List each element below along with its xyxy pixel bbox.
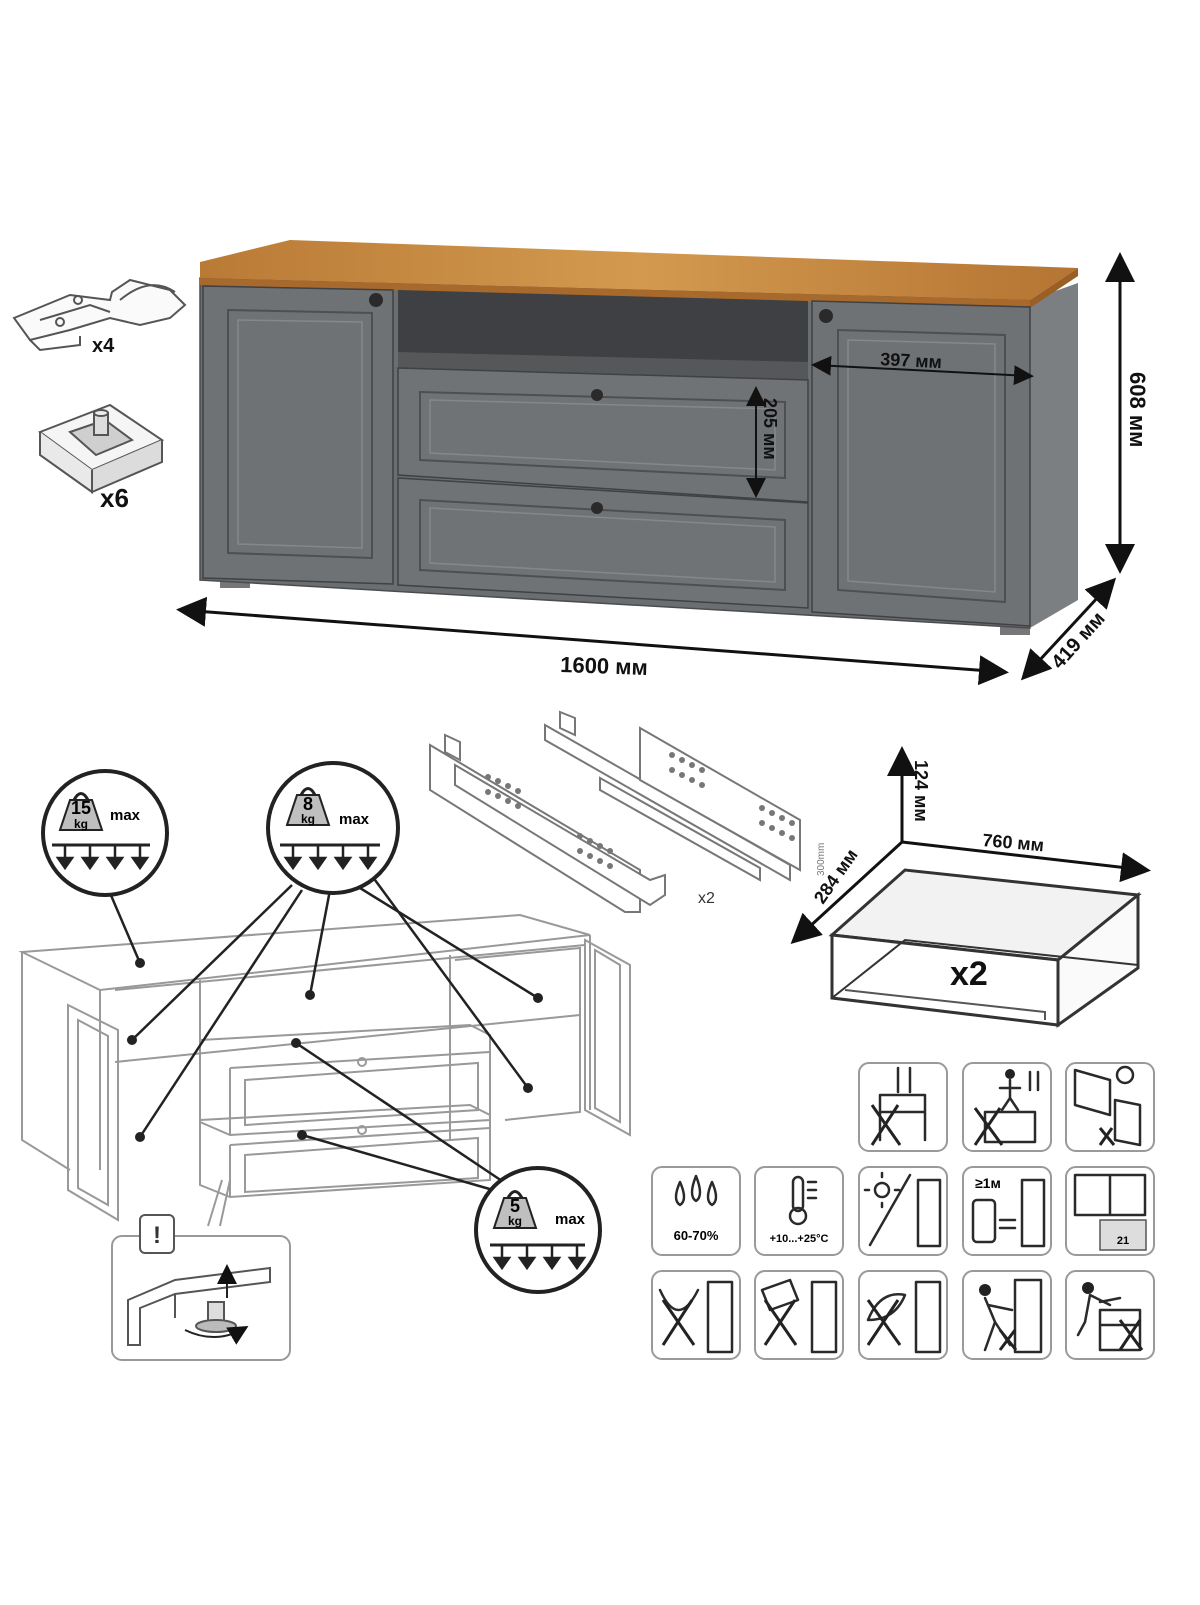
- right-door-knob: [819, 309, 833, 323]
- drawer-height-label: 205 мм: [760, 398, 780, 460]
- width-line: [176, 596, 1009, 686]
- no-standing-icon: [962, 1062, 1052, 1152]
- no-solvent-icon: [858, 1270, 948, 1360]
- load-limit-8kg: 8 kg max: [266, 761, 400, 895]
- humidity-icon: 60-70%: [651, 1166, 741, 1256]
- load-limit-15kg: 15 kg max: [41, 769, 169, 897]
- tv-cabinet: [199, 240, 1078, 635]
- slides-quantity: x2: [698, 890, 715, 907]
- door-width-line: [811, 355, 1034, 386]
- slide-length-label: 300mm: [816, 843, 827, 876]
- load-8-weight: 8: [303, 794, 313, 814]
- no-pushing-cabinet-icon: [962, 1270, 1052, 1360]
- left-door-knob: [369, 293, 383, 307]
- drawer-box-depth-line: [790, 840, 904, 945]
- no-climbing-icon: [858, 1062, 948, 1152]
- door-width-label: 397 мм: [880, 349, 943, 372]
- no-direct-sunlight-icon: [858, 1166, 948, 1256]
- upper-drawer-knob: [591, 389, 603, 401]
- load-8-max: max: [339, 811, 370, 828]
- load-15-max: max: [110, 807, 141, 824]
- width-label: 1600 мм: [560, 652, 648, 680]
- load-8-unit: kg: [301, 812, 315, 826]
- leveler-foot-icon: [37, 403, 165, 494]
- cabinet-foot-right: [1000, 625, 1030, 635]
- no-wall-mount-icon: [1065, 1062, 1155, 1152]
- heater-distance-icon: ≥1м: [962, 1166, 1052, 1256]
- load-5-max: max: [555, 1211, 586, 1228]
- no-wet-cleaning-icon: [651, 1270, 741, 1360]
- load-pointer-lines: [108, 879, 543, 1194]
- hinge-icon: [12, 278, 187, 352]
- depth-line: [1020, 577, 1117, 681]
- leveler-quantity: x6: [100, 483, 129, 513]
- load-5-weight: 5: [510, 1196, 520, 1216]
- svg-text:!: !: [153, 1222, 161, 1249]
- cabinet-foot-left: [220, 578, 250, 588]
- warning-icon: [139, 1214, 175, 1254]
- no-leaning-drawer-icon: [1065, 1270, 1155, 1360]
- drawer-box-width-line: [901, 840, 1151, 883]
- right-door: [811, 300, 1031, 627]
- lower-drawer-knob: [591, 502, 603, 514]
- cabinet-side: [1030, 283, 1078, 628]
- window-light-calendar-icon: 21: [1065, 1166, 1155, 1256]
- temperature-label: +10...+25°C: [770, 1233, 829, 1245]
- drawer-box-height-label: 124 мм: [911, 760, 931, 822]
- load-5-unit: kg: [508, 1214, 522, 1228]
- leveler-detail-inset: !: [111, 1179, 291, 1361]
- drawer-box-illustration: [828, 868, 1142, 1028]
- no-abrasive-cleaner-icon: [754, 1270, 844, 1360]
- load-15-weight: 15: [71, 798, 91, 818]
- calendar-day-label: 21: [1117, 1235, 1129, 1247]
- wood-top: [200, 240, 1078, 300]
- load-limit-5kg: 5 kg max: [474, 1166, 602, 1294]
- cabinet-line-drawing: [18, 913, 631, 1222]
- temperature-icon: +10...+25°C: [754, 1166, 844, 1256]
- drawer-slides-illustration: [429, 710, 801, 913]
- hinge-quantity: x4: [92, 335, 115, 357]
- load-15-unit: kg: [74, 817, 88, 831]
- drawer-box-quantity: x2: [950, 955, 988, 993]
- humidity-label: 60-70%: [674, 1228, 719, 1243]
- heater-distance-label: ≥1м: [975, 1175, 1001, 1191]
- left-door: [202, 285, 394, 585]
- height-label: 608 мм: [1125, 372, 1150, 447]
